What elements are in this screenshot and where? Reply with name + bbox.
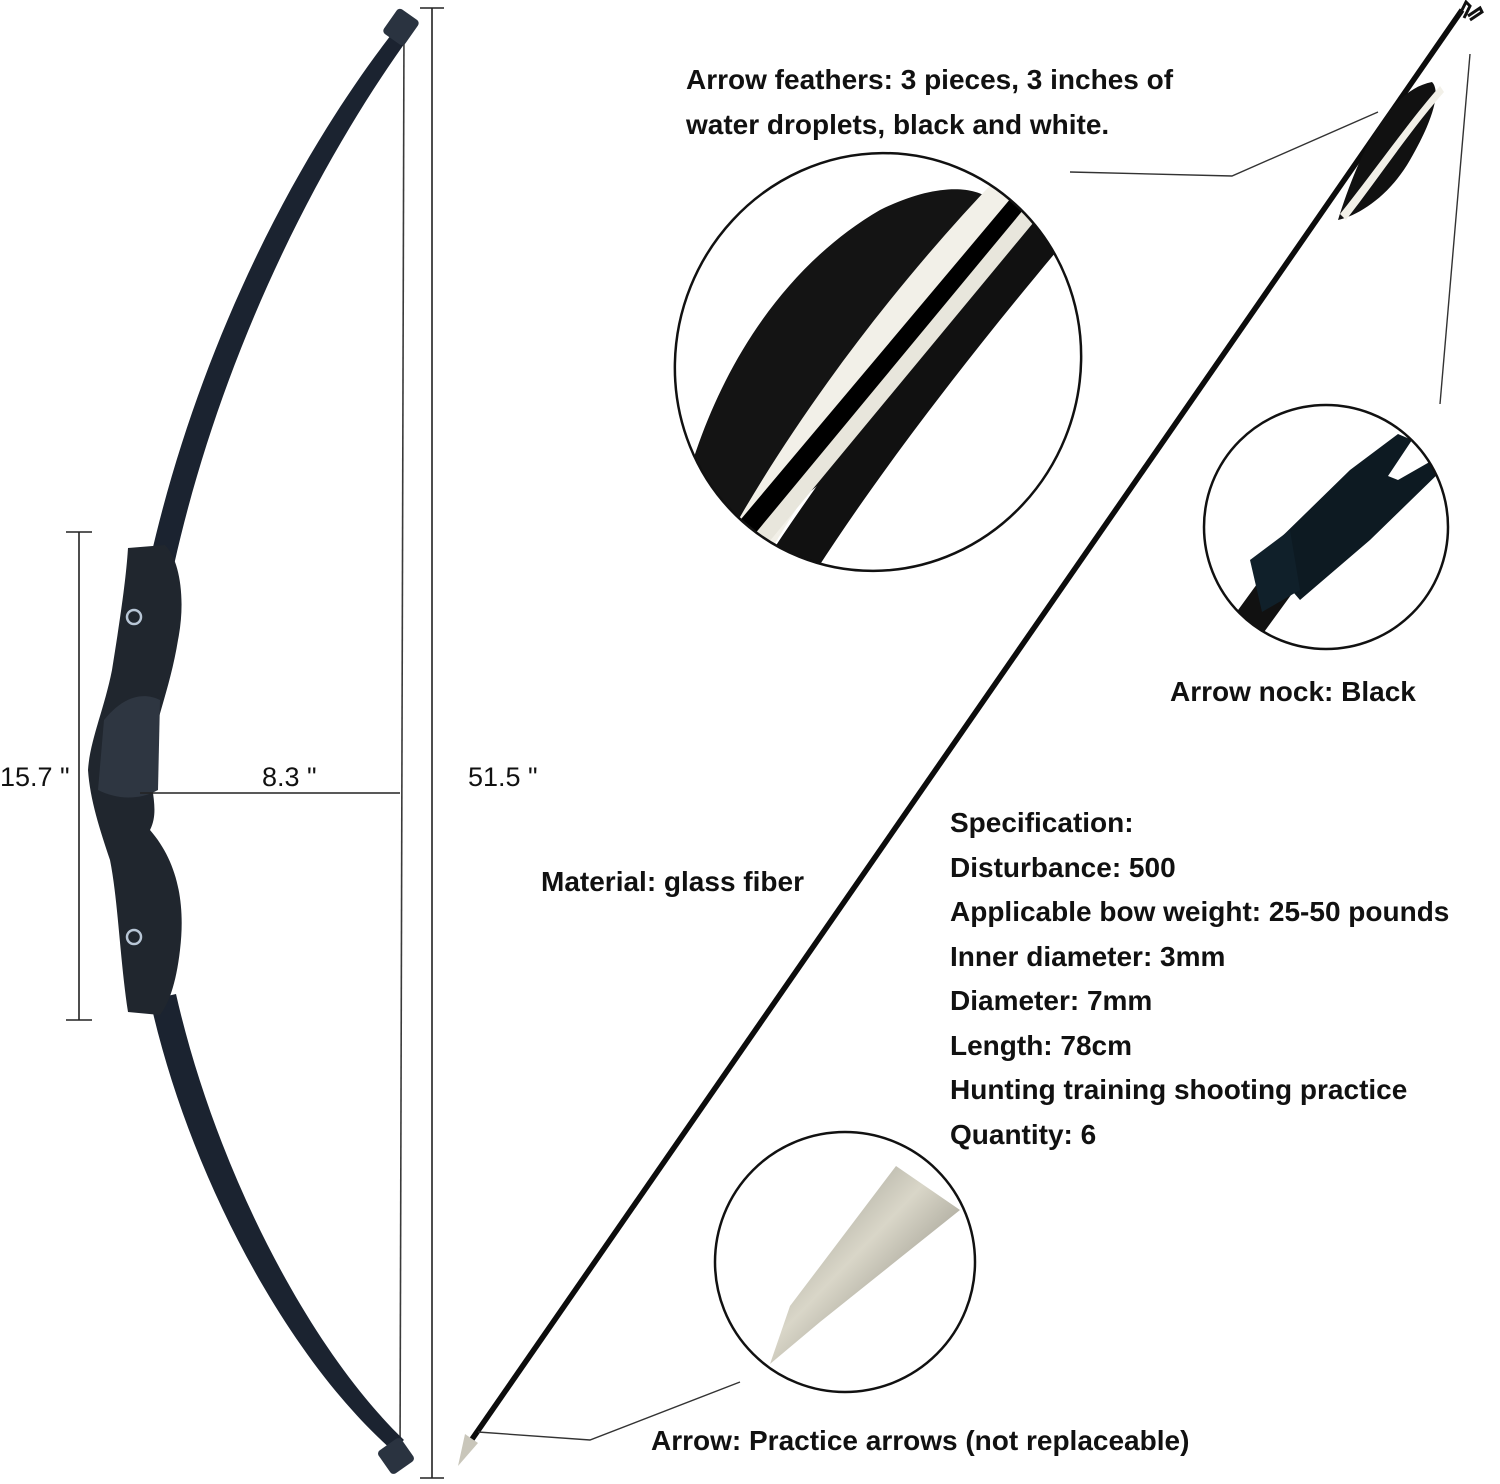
arrow	[458, 0, 1484, 1466]
nock-callout: Arrow nock: Black	[1170, 676, 1416, 707]
leader-lines	[477, 53, 1471, 1441]
lower-limb	[150, 994, 404, 1450]
grip-shading	[98, 696, 160, 798]
specification-block: Specification: Disturbance: 500 Applicab…	[950, 801, 1449, 1157]
spec-line: Inner diameter: 3mm	[950, 940, 1226, 972]
specification-title: Specification:	[950, 807, 1134, 838]
bow-length-label: 51.5 "	[468, 762, 538, 792]
bowstring	[399, 21, 405, 1463]
nock-closeup	[1202, 403, 1450, 651]
feathers-callout-line1: Arrow feathers: 3 pieces, 3 inches of	[686, 64, 1174, 95]
arrow-fletching-white	[1340, 86, 1444, 220]
lower-limb-tip	[378, 1438, 414, 1474]
arrow-callout: Arrow: Practice arrows (not replaceable)	[651, 1425, 1190, 1456]
material-callout: Material: glass fiber	[541, 866, 804, 897]
arrow-nock	[1458, 0, 1484, 22]
brace-width-label: 8.3 "	[262, 762, 317, 792]
arrow-shaft	[465, 8, 1465, 1447]
spec-line: Length: 78cm	[950, 1029, 1133, 1061]
riser-height-label: 15.7 "	[0, 762, 70, 792]
spec-line: Applicable bow weight: 25-50 pounds	[950, 896, 1450, 927]
feather-closeup	[660, 140, 1100, 609]
riser-screw-upper	[125, 608, 143, 626]
spec-line: Diameter: 7mm	[950, 985, 1153, 1016]
bow	[88, 8, 419, 1474]
upper-limb-tip	[383, 8, 419, 46]
spec-line: Quantity: 6	[950, 1118, 1097, 1150]
feathers-callout-line2: water droplets, black and white.	[686, 109, 1110, 140]
spec-line: Hunting training shooting practice	[950, 1074, 1408, 1105]
dimension-lines	[66, 7, 444, 1479]
arrow-tip	[458, 1434, 478, 1466]
spec-line: Disturbance: 500	[950, 851, 1176, 883]
riser-screw-lower	[125, 928, 143, 946]
upper-limb	[150, 26, 410, 565]
